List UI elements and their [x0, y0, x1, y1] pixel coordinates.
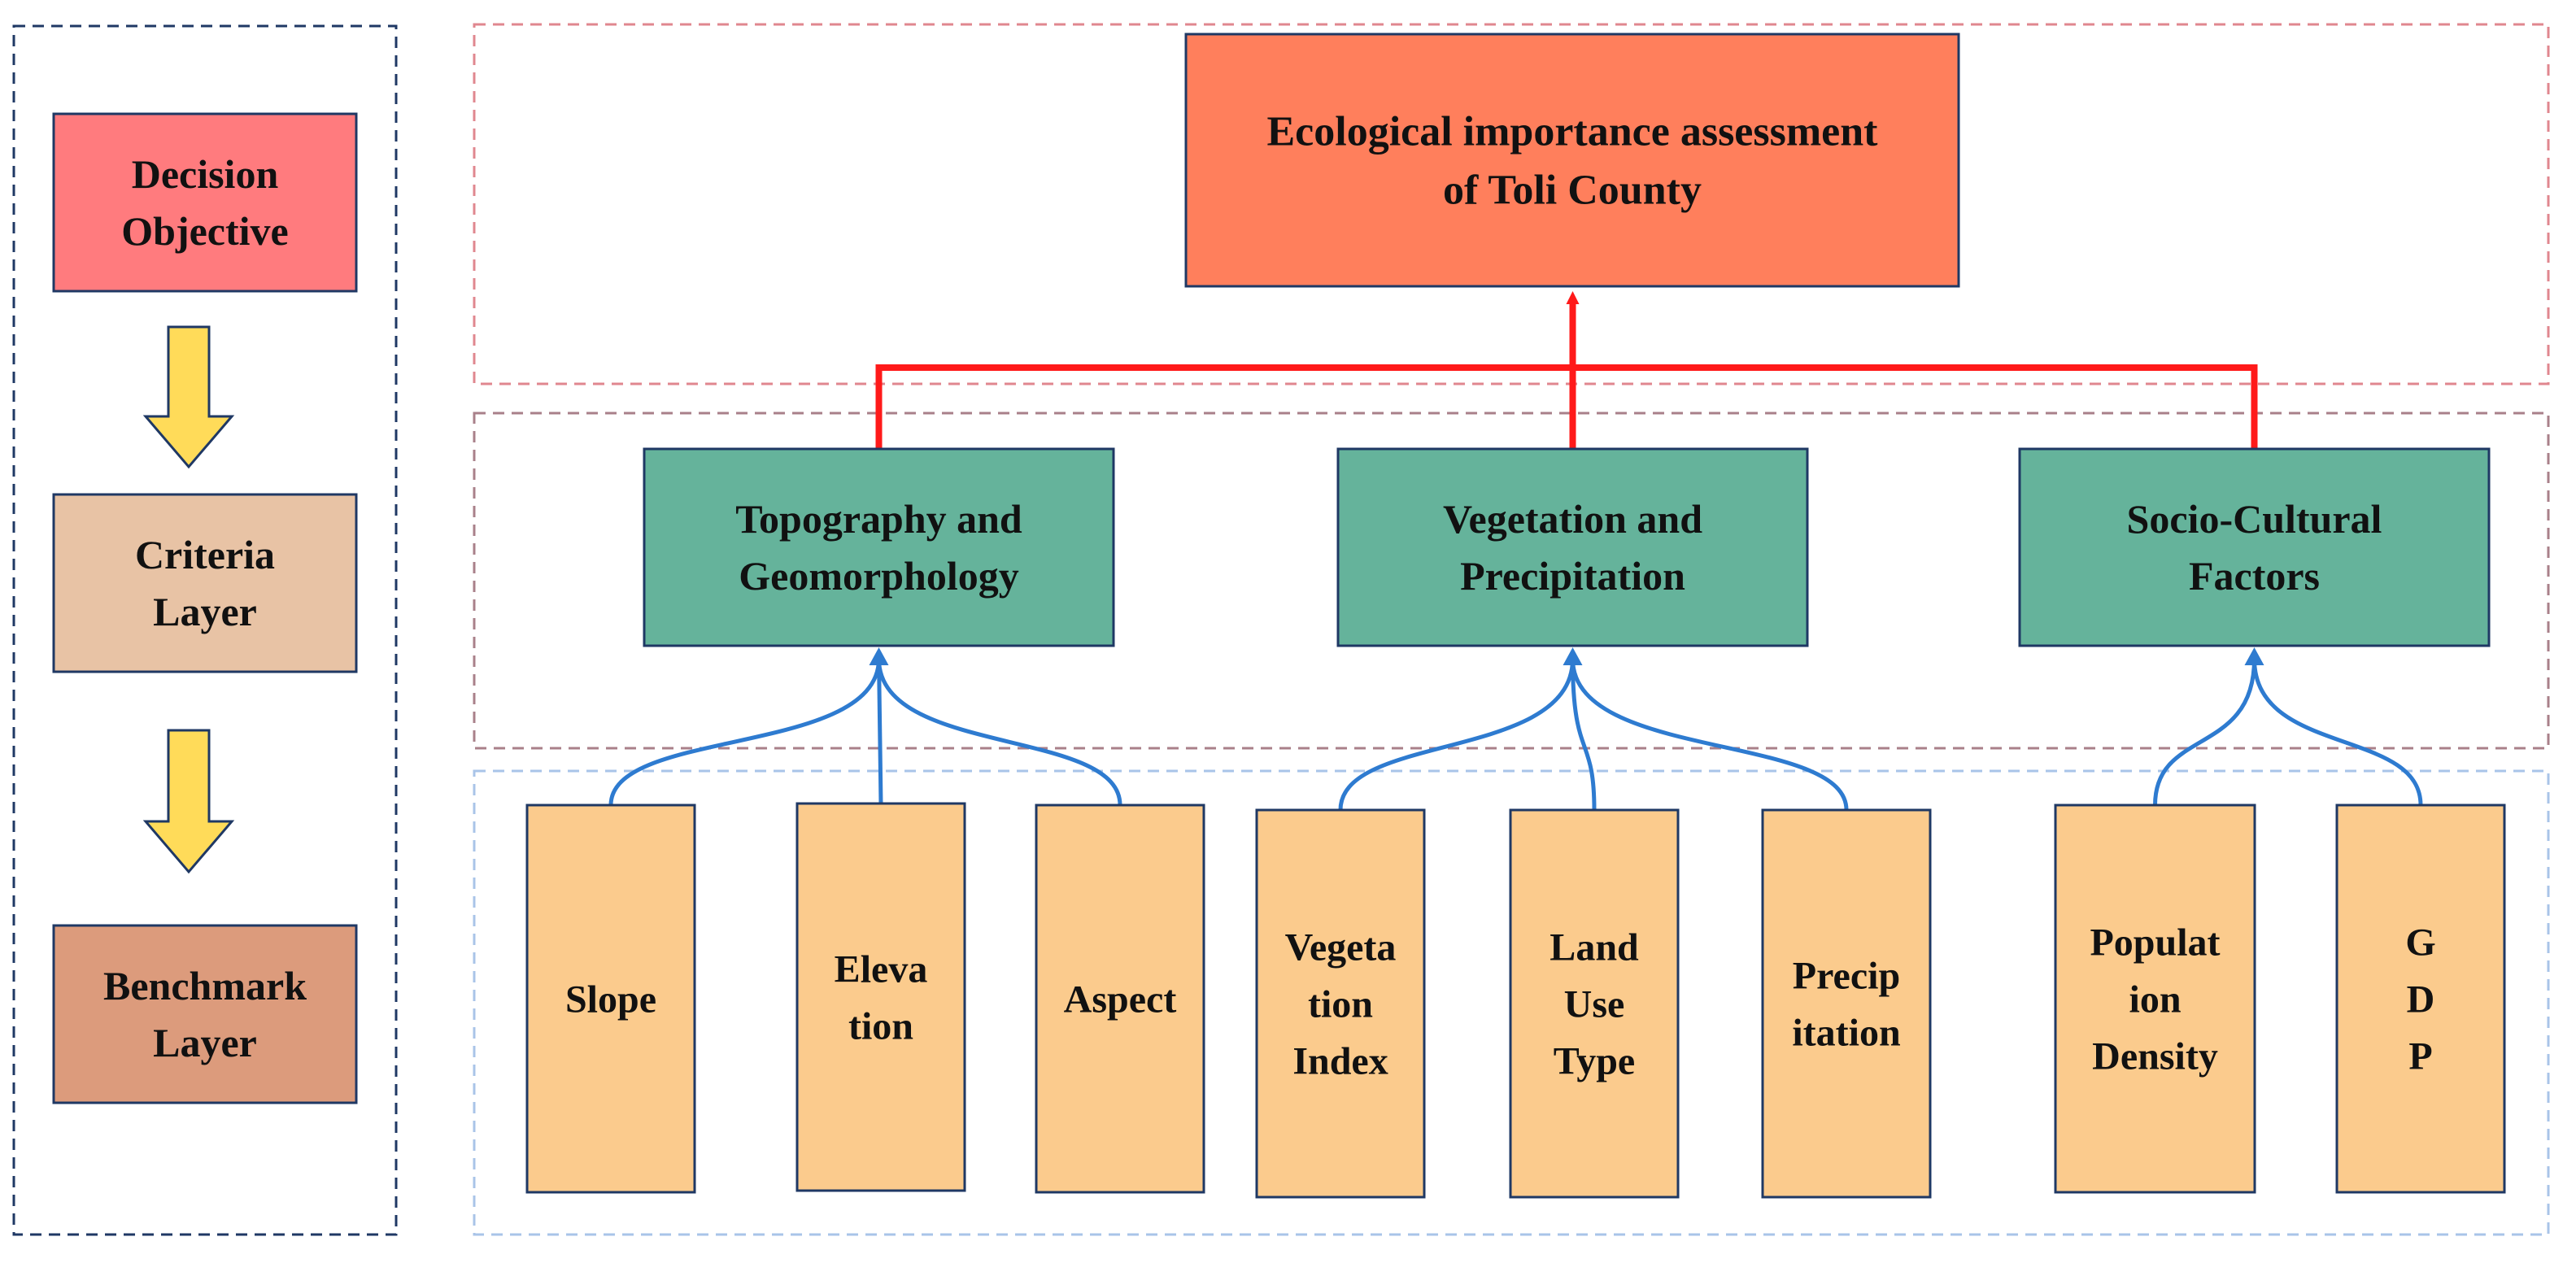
factor-node-precipitation-label-line: itation	[1792, 1011, 1900, 1054]
criteria-arrowhead-socio	[2244, 647, 2264, 665]
legend-decision-box-label-line: Decision	[132, 151, 279, 197]
factor-node-vegetation-index-label-line: Vegeta	[1285, 925, 1397, 969]
factor-node-slope: Slope	[525, 804, 696, 1194]
factor-node-aspect-label-line: Aspect	[1064, 978, 1177, 1021]
objective-node-box	[1184, 33, 1960, 288]
factor-node-vegetation-index-label-line: Index	[1292, 1039, 1388, 1082]
factor-node-elevation-box	[795, 802, 966, 1192]
factor-node-precipitation-label-line: Precip	[1793, 954, 1900, 997]
factor-node-vegetation-index-label-line: tion	[1308, 982, 1373, 1026]
factor-node-gdp-label-line: G	[2405, 921, 2435, 964]
criteria-node-topo-box	[643, 447, 1115, 647]
legend-down-arrow-2	[142, 729, 235, 874]
legend-benchmark-box-label-line: Layer	[153, 1020, 257, 1065]
legend-down-arrow-1	[142, 325, 235, 469]
factor-node-slope-box	[525, 804, 696, 1194]
legend-frame	[12, 24, 398, 1236]
legend-decision-box-label-line: Objective	[121, 208, 288, 254]
factor-node-population-density-label-line: Density	[2092, 1034, 2218, 1078]
legend-benchmark-box-box	[52, 924, 358, 1104]
factor-node-population-density-label-line: Populat	[2090, 921, 2220, 964]
factor-link-land-use-type	[1571, 658, 1597, 811]
objective-node-label-line: of Toli County	[1443, 168, 1702, 214]
criteria-node-socio-label-line: Socio-Cultural	[2127, 496, 2382, 542]
factor-link-precipitation	[1571, 658, 1849, 811]
criteria-arrowhead-topo	[869, 647, 889, 665]
factor-node-land-use-type-label-line: Use	[1564, 982, 1625, 1026]
factor-node-land-use-type-label-line: Land	[1550, 925, 1639, 969]
criteria-node-veg-box	[1336, 447, 1809, 647]
factor-node-gdp-label-line: D	[2407, 978, 2435, 1021]
factor-node-vegetation-index-box	[1255, 808, 1426, 1199]
objective-node-label-line: Ecological importance assessment	[1266, 109, 1878, 155]
criteria-layer-frame	[473, 412, 2550, 750]
criteria-bus-connector	[875, 364, 2258, 449]
legend-criteria-box-label-line: Layer	[153, 589, 257, 634]
criteria-node-veg-label-line: Vegetation and	[1443, 496, 1702, 542]
factor-node-elevation-label-line: Eleva	[835, 947, 928, 991]
criteria-node-socio-label-line: Factors	[2189, 553, 2320, 599]
factor-link-elevation	[877, 658, 883, 804]
legend-decision-box-box	[52, 112, 358, 293]
factor-node-land-use-type-box	[1509, 808, 1680, 1199]
objective-layer-frame	[473, 23, 2550, 385]
factor-node-aspect: Aspect	[1035, 804, 1205, 1194]
criteria-arrowhead-veg	[1563, 647, 1583, 665]
criteria-node-topo-label-line: Topography and	[735, 496, 1022, 542]
legend-criteria-box-label-line: Criteria	[135, 532, 275, 577]
factor-node-population-density-label-line: ion	[2129, 978, 2181, 1021]
criteria-node-socio-box	[2018, 447, 2491, 647]
factor-node-elevation-label-line: tion	[848, 1004, 913, 1047]
objective-node: Ecological importance assessment of Toli …	[1184, 33, 1960, 288]
factor-node-gdp: GDP	[2335, 804, 2506, 1194]
factor-link-aspect	[877, 658, 1122, 806]
factor-node-gdp-box	[2335, 804, 2506, 1194]
criteria-node-veg-label-line: Precipitation	[1460, 553, 1685, 599]
factor-node-precipitation: Precip itation	[1761, 808, 1932, 1199]
factor-link-population-density	[2153, 658, 2256, 806]
factor-node-elevation: Eleva tion	[795, 802, 966, 1192]
factor-node-population-density-box	[2054, 804, 2256, 1194]
factor-link-slope	[608, 658, 881, 806]
factor-node-gdp-label-line: P	[2408, 1034, 2432, 1078]
factor-layer-frame	[473, 769, 2550, 1236]
factor-link-gdp	[2252, 658, 2423, 806]
factor-node-slope-label-line: Slope	[565, 978, 656, 1021]
factor-link-vegetation-index	[1338, 658, 1575, 811]
factor-node-precipitation-box	[1761, 808, 1932, 1199]
legend-criteria-box-box	[52, 493, 358, 673]
factor-node-land-use-type-label-line: Type	[1554, 1039, 1635, 1082]
legend-benchmark-box-label-line: Benchmark	[103, 963, 307, 1008]
criteria-node-topo-label-line: Geomorphology	[739, 553, 1018, 599]
factor-node-aspect-box	[1035, 804, 1205, 1194]
